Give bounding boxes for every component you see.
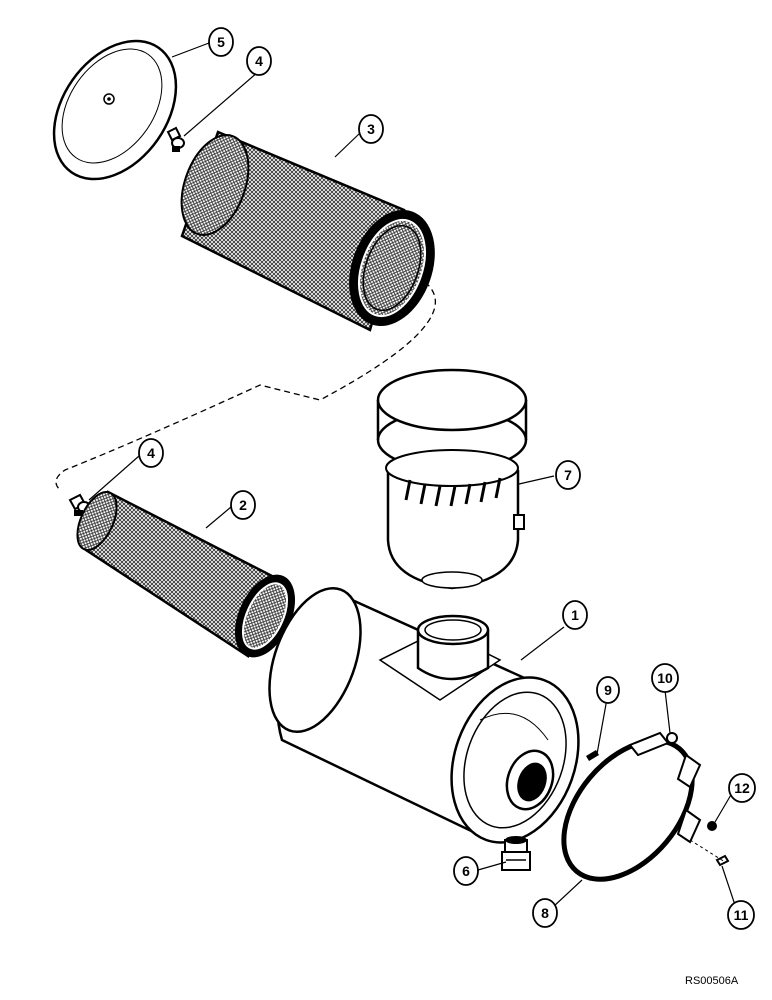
callout-item-3: 3 bbox=[358, 114, 384, 144]
callout-label: 11 bbox=[734, 907, 749, 923]
callout-label: 9 bbox=[604, 682, 612, 698]
callout-label: 8 bbox=[541, 905, 549, 921]
callout-label: 7 bbox=[564, 467, 572, 483]
band-clamp-part bbox=[561, 731, 702, 882]
callout-item-4-lower: 4 bbox=[138, 438, 164, 468]
callout-item-5: 5 bbox=[208, 27, 234, 57]
callout-item-11: 11 bbox=[727, 900, 755, 930]
callout-label: 3 bbox=[367, 121, 375, 137]
callout-label: 1 bbox=[571, 607, 579, 623]
callout-label: 10 bbox=[657, 670, 673, 686]
callout-item-6: 6 bbox=[453, 856, 479, 886]
callout-item-2: 2 bbox=[230, 490, 256, 520]
callout-label: 6 bbox=[462, 863, 470, 879]
callout-item-4-upper: 4 bbox=[246, 46, 272, 76]
cover-part bbox=[52, 39, 178, 181]
callout-label: 5 bbox=[217, 34, 225, 50]
precleaner-part bbox=[376, 368, 528, 590]
callout-item-1: 1 bbox=[562, 600, 588, 630]
housing-part bbox=[268, 586, 580, 844]
callout-label: 4 bbox=[255, 53, 263, 69]
leader-lines bbox=[88, 42, 737, 909]
callout-label: 4 bbox=[147, 445, 155, 461]
callout-item-12: 12 bbox=[728, 773, 756, 803]
outer-filter-part bbox=[180, 130, 435, 332]
hardware-parts bbox=[586, 732, 730, 867]
reference-code: RS00506A bbox=[685, 975, 739, 987]
inner-filter-part bbox=[76, 490, 296, 658]
wing-nut-upper-part bbox=[166, 126, 185, 152]
callout-item-7: 7 bbox=[555, 460, 581, 490]
callout-label: 12 bbox=[734, 780, 750, 796]
callout-label: 2 bbox=[239, 497, 247, 513]
callout-item-8: 8 bbox=[532, 898, 558, 928]
callout-item-10: 10 bbox=[651, 663, 679, 693]
valve-part bbox=[501, 836, 531, 871]
callout-item-9: 9 bbox=[596, 676, 620, 704]
